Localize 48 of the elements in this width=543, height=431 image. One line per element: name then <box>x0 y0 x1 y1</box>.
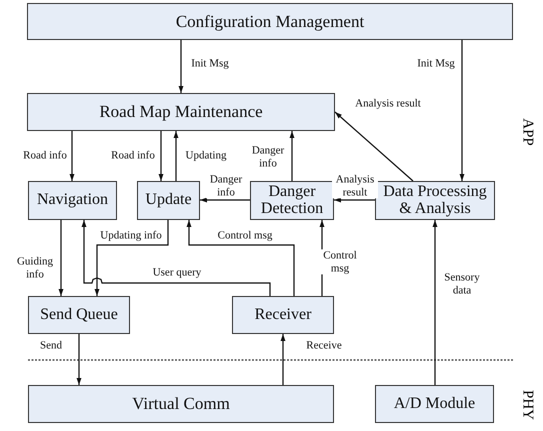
arrow <box>290 131 294 181</box>
edge-label: Control msg <box>218 230 272 242</box>
arrow <box>334 198 375 202</box>
edge-label: Init Msg <box>417 58 455 70</box>
box-label: Navigation <box>36 192 108 209</box>
box-label: Danger Detection <box>260 184 324 218</box>
edge-label: Updating info <box>100 230 162 242</box>
process-box <box>232 296 334 334</box>
layer-label: APP <box>518 118 536 146</box>
process-box <box>375 385 494 423</box>
edge-label: Control msg <box>320 249 360 275</box>
edge-label: Updating <box>186 150 226 162</box>
arrow <box>460 40 464 181</box>
process-box <box>28 385 334 423</box>
arrow <box>432 220 438 385</box>
edge-label: Analysis result <box>332 173 378 199</box>
box-label: Configuration Management <box>176 12 364 30</box>
layer-label: PHY <box>518 390 536 420</box>
arrow <box>200 198 250 202</box>
arrow <box>334 112 414 182</box>
arrow <box>58 220 64 296</box>
arrow <box>178 40 184 93</box>
box-label: Update <box>145 192 192 209</box>
edge-label: User query <box>152 266 202 280</box>
box-label: Receiver <box>254 306 312 324</box>
arrow <box>94 220 169 296</box>
box-label: Send Queue <box>40 306 118 324</box>
process-box <box>27 3 513 40</box>
process-box <box>28 181 117 220</box>
box-label: A/D Module <box>394 396 476 412</box>
process-box <box>27 93 335 131</box>
arrow <box>174 131 178 181</box>
box-label: Data Processing & Analysis <box>382 184 488 218</box>
arrow <box>70 131 74 181</box>
arrow <box>76 334 82 385</box>
arrow <box>186 220 295 296</box>
arrow <box>158 131 164 181</box>
box-label: Virtual Comm <box>132 395 230 413</box>
arrow <box>82 220 271 296</box>
edge-label: Analysis result <box>355 98 421 110</box>
edge-label: Init Msg <box>191 58 229 70</box>
edge-label: Guiding info <box>15 255 55 281</box>
box-label: Road Map Maintenance <box>99 103 263 121</box>
process-box <box>375 181 495 220</box>
process-box <box>28 296 130 334</box>
process-box <box>137 181 200 220</box>
arrow <box>280 334 286 385</box>
process-box <box>250 181 334 220</box>
